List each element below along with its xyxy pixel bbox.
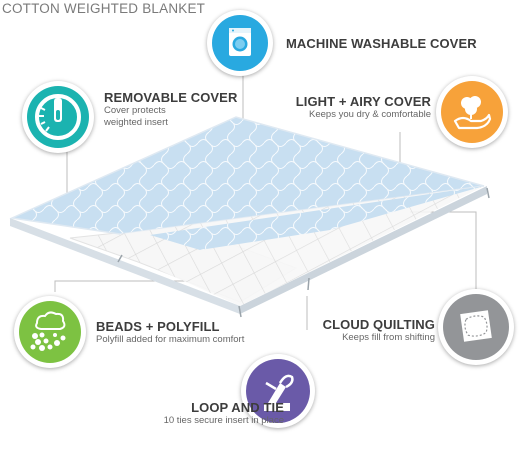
feature-removable-title: REMOVABLE COVER	[104, 90, 238, 105]
feature-beads-title: BEADS + POLYFILL	[96, 319, 220, 334]
feature-washable-title: MACHINE WASHABLE COVER	[286, 36, 477, 51]
loop-badge	[241, 354, 315, 428]
feature-quilting-subtitle: Keeps fill from shifting	[342, 332, 435, 343]
loop-tie-icon	[264, 374, 294, 411]
feature-loop: LOOP AND TIE 10 ties secure insert in pl…	[164, 400, 284, 427]
feature-quilting: CLOUD QUILTING Keeps fill from shifting	[323, 317, 435, 344]
washing-machine-icon	[229, 28, 251, 56]
airy-badge	[436, 76, 508, 148]
feature-airy: LIGHT + AIRY COVER Keeps you dry & comfo…	[296, 94, 431, 121]
feature-washable: MACHINE WASHABLE COVER	[286, 36, 477, 51]
page-title: COTTON WEIGHTED BLANKET	[2, 1, 206, 16]
beads-badge	[14, 296, 86, 368]
feature-beads: BEADS + POLYFILL Polyfill added for maxi…	[96, 319, 244, 346]
feature-removable: REMOVABLE COVER Cover protects weighted …	[104, 90, 237, 129]
zipper-icon	[35, 94, 81, 140]
beads-icon	[30, 311, 66, 351]
feature-beads-subtitle: Polyfill added for maximum comfort	[96, 334, 245, 345]
feature-airy-title: LIGHT + AIRY COVER	[295, 94, 431, 109]
quilting-badge	[438, 289, 514, 365]
cotton-hand-icon	[453, 96, 492, 130]
feature-quilting-title: CLOUD QUILTING	[322, 317, 435, 332]
feature-loop-title: LOOP AND TIE	[191, 400, 284, 415]
removable-badge	[22, 81, 94, 153]
feature-loop-subtitle: 10 ties secure insert in place	[163, 415, 284, 426]
feature-airy-subtitle: Keeps you dry & comfortable	[309, 109, 431, 120]
feature-removable-line1: Cover protects	[104, 105, 166, 116]
quilt-icon	[460, 310, 492, 342]
feature-removable-line2: weighted insert	[104, 117, 168, 128]
washable-badge	[207, 10, 273, 76]
